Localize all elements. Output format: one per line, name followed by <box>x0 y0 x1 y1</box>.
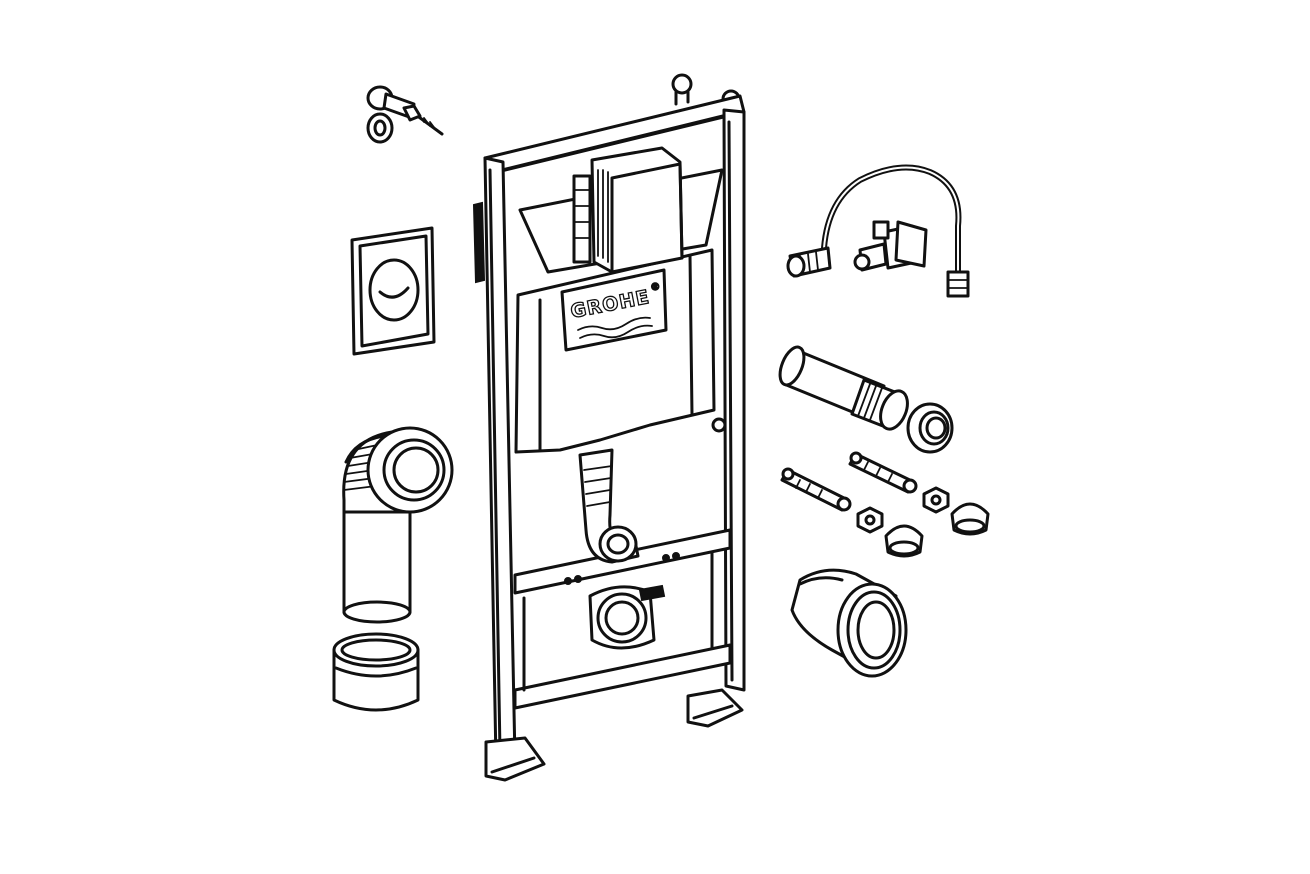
concealed-cistern: GROHE ® <box>514 146 727 564</box>
support-frame <box>472 73 746 782</box>
flush-outlet-pipe <box>578 448 640 564</box>
pan-connector-sleeve <box>332 632 420 712</box>
fixing-nuts <box>856 486 950 534</box>
top-hook-left <box>671 73 693 106</box>
wall-anchor-bolt <box>366 85 444 144</box>
fixing-studs <box>780 451 918 512</box>
flush-pipe <box>778 345 909 431</box>
flush-plate <box>350 226 436 356</box>
right-foot <box>686 688 744 728</box>
bowl-connection-ring <box>588 584 666 650</box>
stud-caps <box>884 502 990 558</box>
brand-panel <box>560 268 668 352</box>
cross-bar-lower <box>513 643 732 710</box>
supply-hose-with-valve <box>786 164 970 298</box>
brand-mark: ® <box>649 281 662 294</box>
waste-connector <box>790 568 908 678</box>
pipe-seal-ring <box>906 402 954 454</box>
pan-connector-bend <box>342 426 454 624</box>
left-foot <box>484 736 546 782</box>
tray-rail <box>572 174 592 264</box>
